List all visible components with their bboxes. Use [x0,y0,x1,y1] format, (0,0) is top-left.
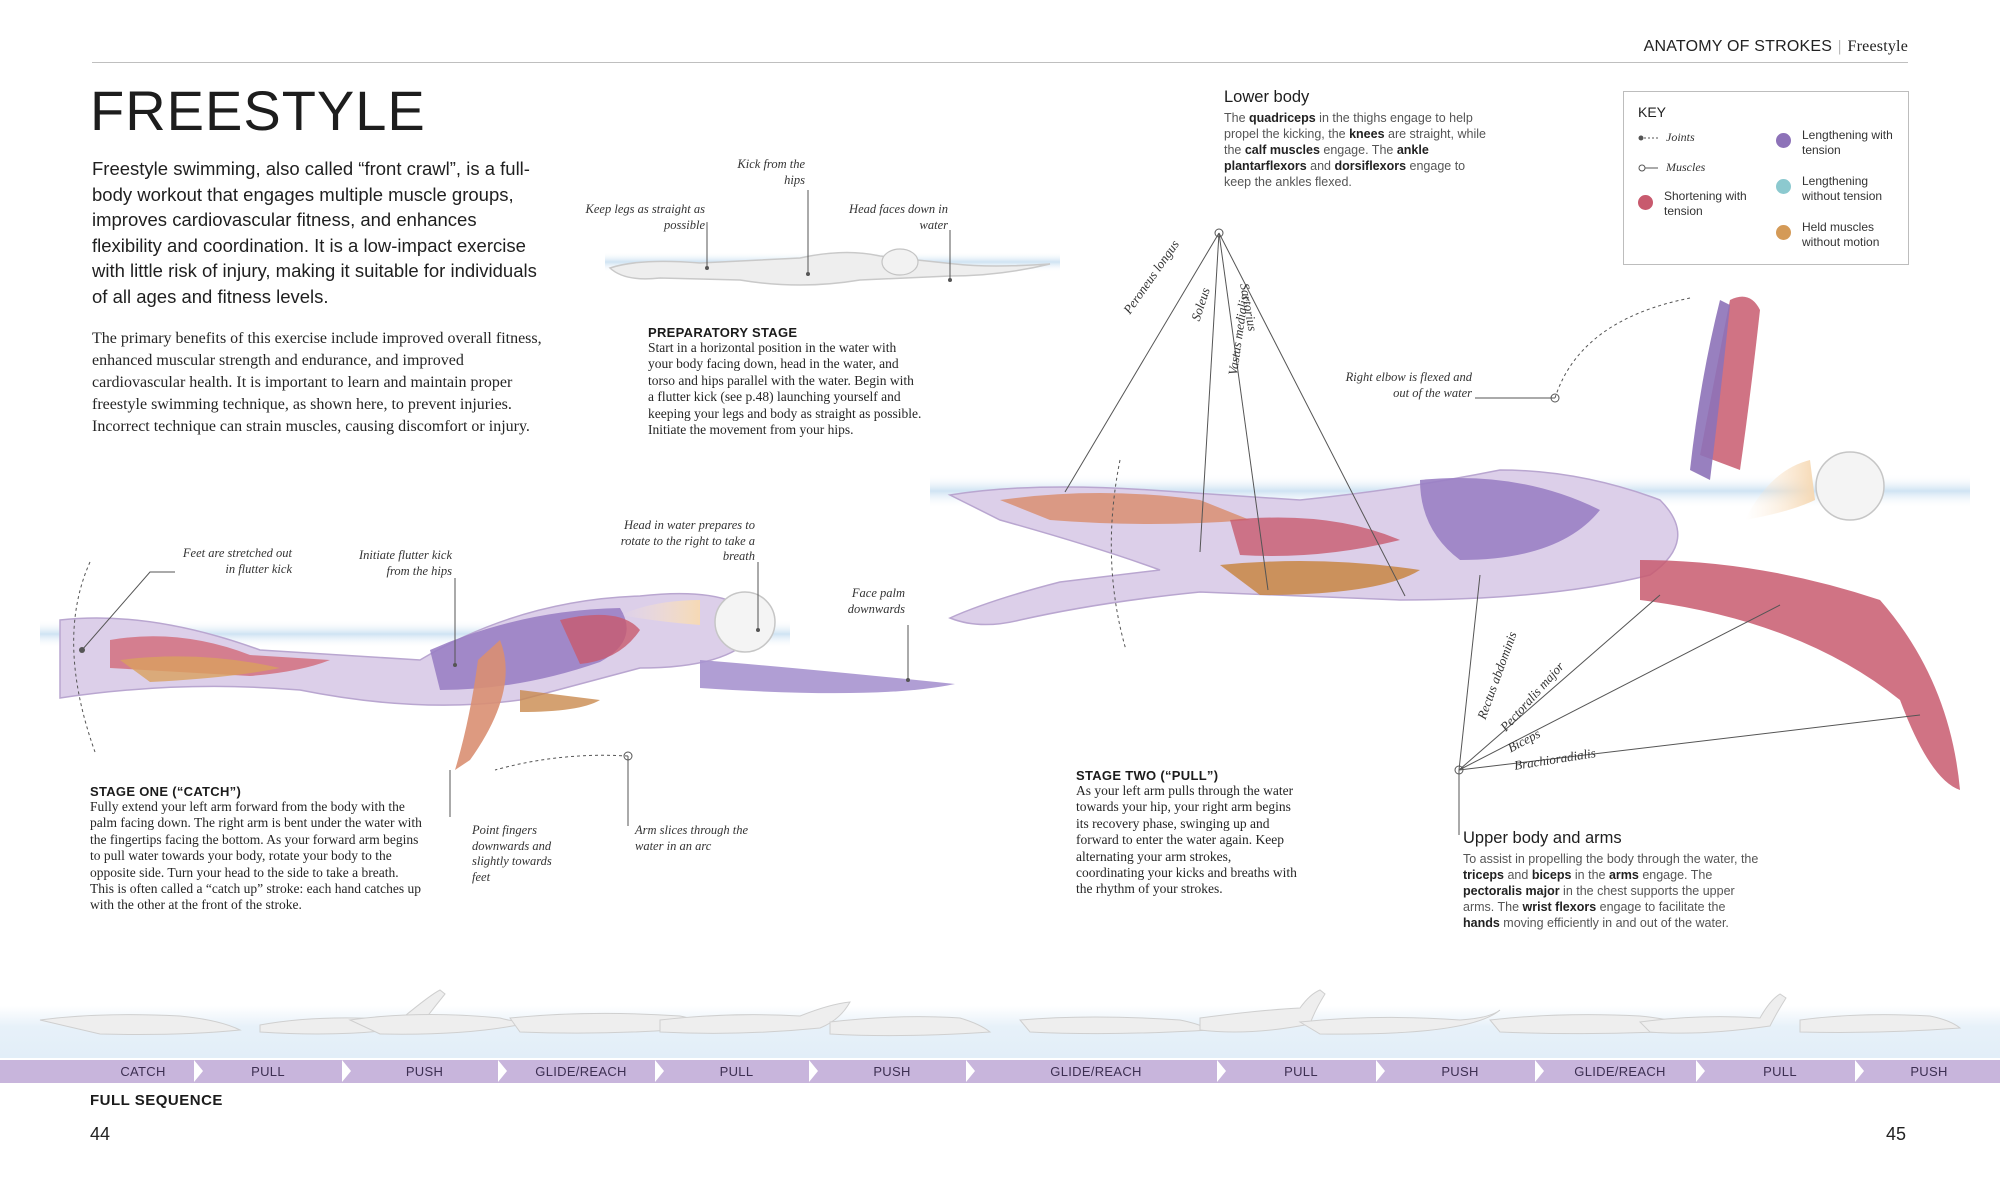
key-joints: Joints [1666,130,1695,144]
stage-one-block: STAGE ONE (“CATCH”) Fully extend your le… [90,784,425,914]
stage-two-text: As your left arm pulls through the water… [1076,783,1297,897]
phase-divider [1217,1060,1226,1082]
phase-divider [655,1060,664,1082]
label-initiate-flutter: Initiate flutter kick from the hips [358,548,452,578]
label-point-fingers: Point fingers downwards and slightly tow… [472,823,552,884]
phase-divider [498,1060,507,1082]
label-face-palm: Face palm downwards [847,586,905,616]
lower-body-heading: Lower body [1224,88,1310,106]
top-rule [92,62,1908,63]
stage-one-text: Fully extend your left arm forward from … [90,799,422,913]
prep-leader-lines [706,190,951,280]
phase-divider [1535,1060,1544,1082]
phase-glide-reach: GLIDE/REACH [1574,1064,1666,1079]
stage-two-block: STAGE TWO (“PULL”) As your left arm pull… [1076,768,1301,898]
key-shortening-swatch [1638,195,1653,210]
full-sequence-label: FULL SEQUENCE [90,1092,223,1109]
lower-body-text: The quadriceps in the thighs engage to h… [1224,111,1486,189]
page-number-left: 44 [90,1124,111,1144]
phase-push: PUSH [873,1064,911,1079]
sequence-phase-bar: CATCH PULL PUSH GLIDE/REACH PULL PUSH GL… [0,1060,2000,1083]
phase-push: PUSH [1910,1064,1948,1079]
stage2-swimmer-figure [947,296,1960,790]
lower-body-callout: Lower body The quadriceps in the thighs … [1224,88,1494,190]
phase-divider [809,1060,818,1082]
header-topic: Freestyle [1847,38,1908,55]
sequence-swimmer-figures [39,989,1962,1037]
key-symbols [1638,135,1658,172]
prep-stage-block: PREPARATORY STAGE Start in a horizontal … [648,325,923,438]
key-lengthening-tension-swatch [1776,133,1791,148]
label-head-down: Head faces down in water [849,202,948,232]
prep-text: Start in a horizontal position in the wa… [648,340,922,438]
intro-paragraph: Freestyle swimming, also called “front c… [92,158,537,307]
label-arm-arc: Arm slices through the water in an arc [635,823,749,853]
legend-key: KEY Joints Muscles Shortening with tensi… [1623,91,1909,265]
page-number-right: 45 [1886,1124,1907,1144]
key-lengthening-no-tension: Lengthening without tension [1802,174,1883,203]
key-shortening: Shortening with tension [1664,189,1747,218]
phase-divider [342,1060,351,1082]
label-kick-hips: Kick from the hips [737,157,805,187]
phase-catch: CATCH [120,1064,166,1079]
header-section: ANATOMY OF STROKES [1643,38,1833,55]
stage1-swimmer-figure [59,591,955,770]
body-paragraph: The primary benefits of this exercise in… [92,330,542,435]
prep-swimmer-figure [608,248,1051,286]
upper-body-callout: Upper body and arms To assist in propell… [1463,829,1763,931]
page-title: FREESTYLE [90,79,426,142]
label-right-elbow: Right elbow is flexed and out of the wat… [1345,370,1472,400]
phase-divider [966,1060,975,1082]
key-lengthening-no-tension-swatch [1776,179,1791,194]
key-lengthening-tension: Lengthening with tension [1802,128,1893,157]
prep-heading: PREPARATORY STAGE [648,325,798,340]
key-muscles: Muscles [1666,160,1706,174]
upper-body-heading: Upper body and arms [1463,829,1622,847]
running-header: ANATOMY OF STROKES | Freestyle [1644,38,1908,56]
header-separator: | [1838,38,1842,55]
stage2-leader-lines [1064,232,1921,835]
phase-pull: PULL [1284,1064,1318,1079]
stage-one-heading: STAGE ONE (“CATCH”) [90,784,242,799]
label-feet-stretched: Feet are stretched out in flutter kick [182,546,292,576]
stage1-leader-lines [73,561,909,826]
key-title: KEY [1638,104,1667,120]
stage-two-heading: STAGE TWO (“PULL”) [1076,768,1219,783]
phase-pull: PULL [251,1064,285,1079]
phase-glide-reach: GLIDE/REACH [535,1064,627,1079]
phase-pull: PULL [1763,1064,1797,1079]
key-held-swatch [1776,225,1791,240]
upper-body-text: To assist in propelling the body through… [1463,852,1759,930]
phase-push: PUSH [1441,1064,1479,1079]
phase-glide-reach: GLIDE/REACH [1050,1064,1142,1079]
phase-divider [194,1060,203,1082]
label-legs-straight: Keep legs as straight as possible [585,202,705,232]
label-head-prepares: Head in water prepares to rotate to the … [620,518,755,563]
phase-push: PUSH [405,1064,444,1079]
phase-divider [1696,1060,1705,1082]
phase-divider [1376,1060,1385,1082]
phase-divider [1855,1060,1864,1082]
key-held: Held muscles without motion [1802,220,1880,249]
phase-pull: PULL [719,1064,754,1079]
